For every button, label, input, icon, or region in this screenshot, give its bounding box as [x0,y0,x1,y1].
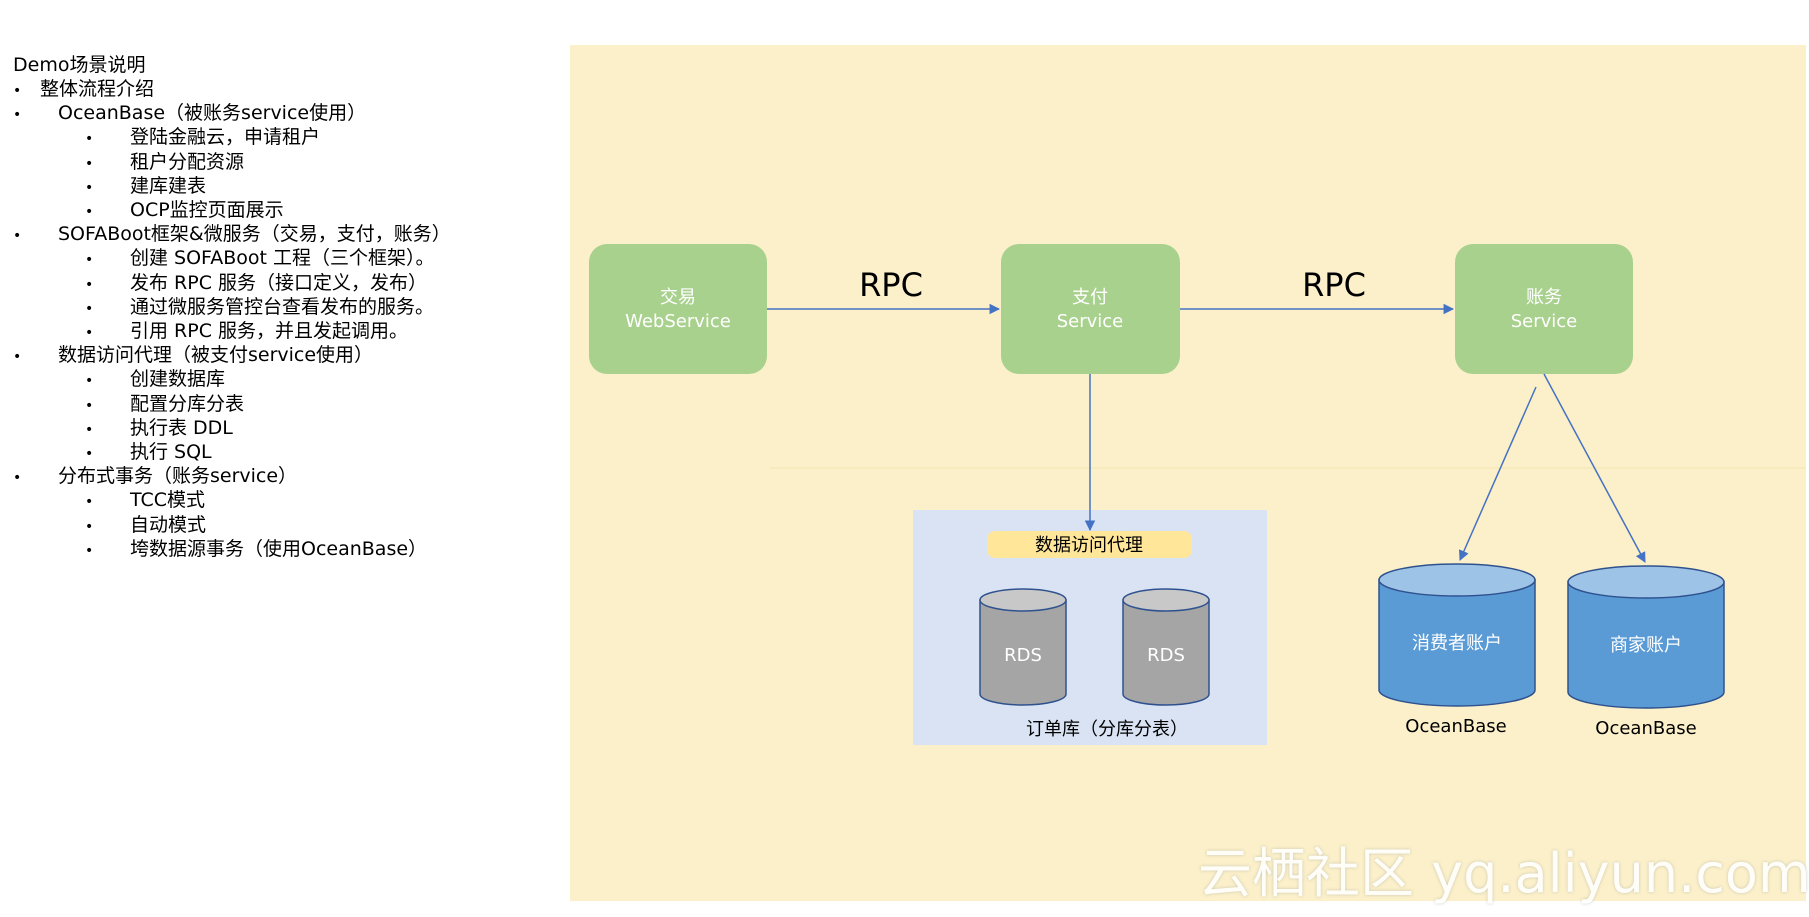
outline-item: 数据访问代理（被支付service使用） [58,344,374,366]
outline-subitem: 发布 RPC 服务（接口定义，发布） [130,272,428,294]
merchant-oceanbase-caption: OceanBase [1595,718,1696,739]
oceanbase-cylinder-merchant: 商家账户 [1567,565,1725,709]
account-label-line2: Service [1511,311,1578,332]
outline-item: 分布式事务（账务service） [58,465,298,487]
scenario-outline: Demo场景说明 • 整体流程介绍 • OceanBase（被账务service使用）… [0,0,560,600]
rpc-label-1: RPC [859,266,923,304]
outline-bullet: • [85,252,94,268]
dap-label-box: 数据访问代理 [987,531,1192,558]
consumer-oceanbase-caption: OceanBase [1405,716,1506,737]
outline-subitem: OCP监控页面展示 [130,199,284,221]
outline-subitem: 通过微服务管控台查看发布的服务。 [130,296,435,318]
merchant-account-label: 商家账户 [1610,635,1682,656]
trade-label-line2: WebService [625,311,731,332]
outline-bullet: • [85,325,94,341]
outline-bullet: • [85,373,94,389]
outline-subitem: 垮数据源事务（使用OceanBase） [130,538,428,560]
outline-bullet: • [85,204,94,220]
outline-subitem: 配置分库分表 [130,393,245,415]
outline-item: OceanBase（被账务service使用） [58,102,367,124]
outline-subitem: 创建 SOFABoot 工程（三个框架）。 [130,247,435,269]
outline-bullet: • [13,83,22,99]
rds-label-1: RDS [1004,645,1042,666]
outline-bullet: • [85,156,94,172]
trade-label-line1: 交易 [660,287,696,308]
rds-cylinder-2: RDS [1122,588,1210,706]
outline-subitem: 登陆金融云，申请租户 [130,126,321,148]
outline-bullet: • [85,398,94,414]
outline-subitem: 执行表 DDL [130,417,233,439]
consumer-account-label: 消费者账户 [1412,633,1502,654]
outline-subitem: 创建数据库 [130,368,226,390]
outline-bullet: • [85,301,94,317]
outline-bullet: • [85,422,94,438]
oceanbase-cylinder-consumer: 消费者账户 [1378,563,1536,707]
rds-cylinder-1: RDS [979,588,1067,706]
service-box-trade: 交易 WebService [589,244,767,374]
dap-label: 数据访问代理 [1035,535,1143,556]
outline-bullet: • [85,131,94,147]
outline-subitem: 执行 SQL [130,441,212,463]
outline-bullet: • [85,519,94,535]
outline-subitem: 租户分配资源 [130,151,245,173]
outline-heading: Demo场景说明 [13,54,146,76]
pay-label-line1: 支付 [1072,287,1108,308]
account-to-consumer-arrow [1458,386,1537,561]
dap-caption: 订单库（分库分表） [1026,719,1188,740]
rpc-label-2: RPC [1302,266,1366,304]
outline-bullet: • [85,180,94,196]
account-label-line1: 账务 [1526,287,1562,308]
architecture-panel [570,45,1806,901]
outline-item: 整体流程介绍 [40,78,155,100]
service-box-account: 账务 Service [1455,244,1633,374]
outline-bullet: • [85,543,94,559]
outline-bullet: • [13,228,22,244]
outline-bullet: • [85,446,94,462]
pay-label-line2: Service [1057,311,1124,332]
outline-bullet: • [85,277,94,293]
outline-bullet: • [13,470,22,486]
rds-label-2: RDS [1147,645,1185,666]
outline-subitem: 建库建表 [130,175,207,197]
watermark: 云栖社区 yq.aliyun.com [1198,842,1809,905]
outline-item: SOFABoot框架&微服务（交易，支付，账务） [58,223,451,245]
service-box-pay: 支付 Service [1001,244,1180,374]
outline-subitem: TCC模式 [130,489,206,511]
outline-bullet: • [85,494,94,510]
outline-bullet: • [13,349,22,365]
outline-subitem: 自动模式 [130,514,207,536]
outline-subitem: 引用 RPC 服务，并且发起调用。 [130,320,409,342]
outline-bullet: • [13,107,22,123]
account-to-merchant-arrow [1543,373,1646,563]
